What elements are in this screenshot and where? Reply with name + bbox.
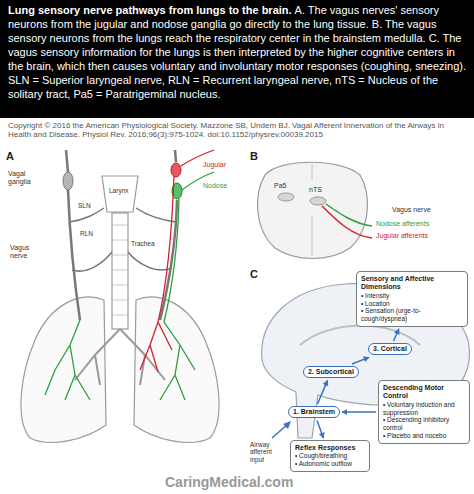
box-bullet: • Voluntary induction and suppression [383,401,465,417]
part-label: Jugular [203,161,226,169]
box-heading: Sensory and Affective Dimensions [361,275,463,292]
left-rln [72,252,112,271]
trachea-rings [112,225,128,315]
info-box: Descending Motor Control• Voluntary indu… [378,380,470,444]
jugular-afferent-line [322,206,372,238]
watermark: CaringMedical.com [165,474,293,490]
pathway-arrow [317,420,323,438]
header-text: Lung sensory nerve pathways from lungs t… [8,3,466,101]
box-heading: 2. Subcortical [308,368,354,376]
part-label: Vagus nerve [392,206,431,214]
part-label: SLN [78,202,91,209]
copyright-note: Copyright © 2016 the American Physiologi… [8,121,466,139]
jugular-fibre [140,150,214,372]
info-box: Reflex Responses• Cough/breathing• Auton… [290,440,370,472]
left-sln [69,208,104,222]
nodose-afferent-line [326,204,372,226]
brainstem-section-panel [258,162,372,258]
part-label: Vagal ganglia [8,170,44,186]
left-lung-fibres [45,320,90,400]
left-vagal-ganglion [63,172,73,190]
pathway-arrow [342,411,376,413]
lungs-panel [21,150,219,442]
box-heading: Descending Motor Control [383,384,465,401]
box-bullet: • Autonomic outflow [295,460,365,468]
part-label: nTS [309,186,322,194]
airway-input-head [283,421,291,429]
part-label: Trachea [131,240,155,247]
part-label: Airway afferent input [250,441,286,463]
right-sln [136,208,176,222]
level-tag: 3. Cortical [368,343,412,355]
box-heading: 1. Brainstem [293,408,335,416]
box-bullet: • Sensation (urge-to-cough/dyspnea) [361,307,463,323]
jugular-ganglion [171,163,181,177]
header-band: Lung sensory nerve pathways from lungs t… [0,0,474,118]
nts-region [310,197,326,205]
panel-letter: C [250,268,258,281]
larynx [102,176,138,212]
box-heading: Reflex Responses [295,444,365,452]
box-heading: 3. Cortical [373,345,407,353]
part-label: Nodose afferents [376,220,429,228]
figure-title: Lung sensory nerve pathways from lungs t… [8,4,292,16]
level-tag: 1. Brainstem [288,406,340,418]
pathway-arrow [394,329,399,341]
medulla-outline [258,162,368,258]
box-bullet: • Cough/breathing [295,452,365,460]
box-bullet: • Intensity [361,292,463,300]
part-label: Larynx [109,187,129,194]
midline [312,164,313,256]
pathway-arrow [352,357,369,364]
trachea [112,213,128,329]
box-bullet: • Placebo and nocebo [383,432,465,440]
right-rln [128,252,172,270]
left-lung [21,297,106,442]
nodose-fibre [160,172,214,400]
panel-letter: A [6,150,14,163]
panel-letter: B [250,150,258,163]
box-bullet: • Location [361,300,463,308]
box-bullet: • Descending inhibitory control [383,416,465,432]
part-label: Jugular afferents [376,232,428,240]
figure-caption: A. The vagus nerves' sensory neurons fro… [8,4,466,100]
part-label: Nodose [203,182,227,190]
bronchi [75,329,165,385]
pathway-arrow [317,380,327,404]
info-box: Sensory and Affective Dimensions• Intens… [356,271,468,327]
part-label: RLN [80,230,93,237]
pa5-region [278,193,294,201]
level-tag: 2. Subcortical [303,366,359,378]
part-label: Pa5 [274,182,286,190]
part-label: Vagus nerve [10,244,44,260]
